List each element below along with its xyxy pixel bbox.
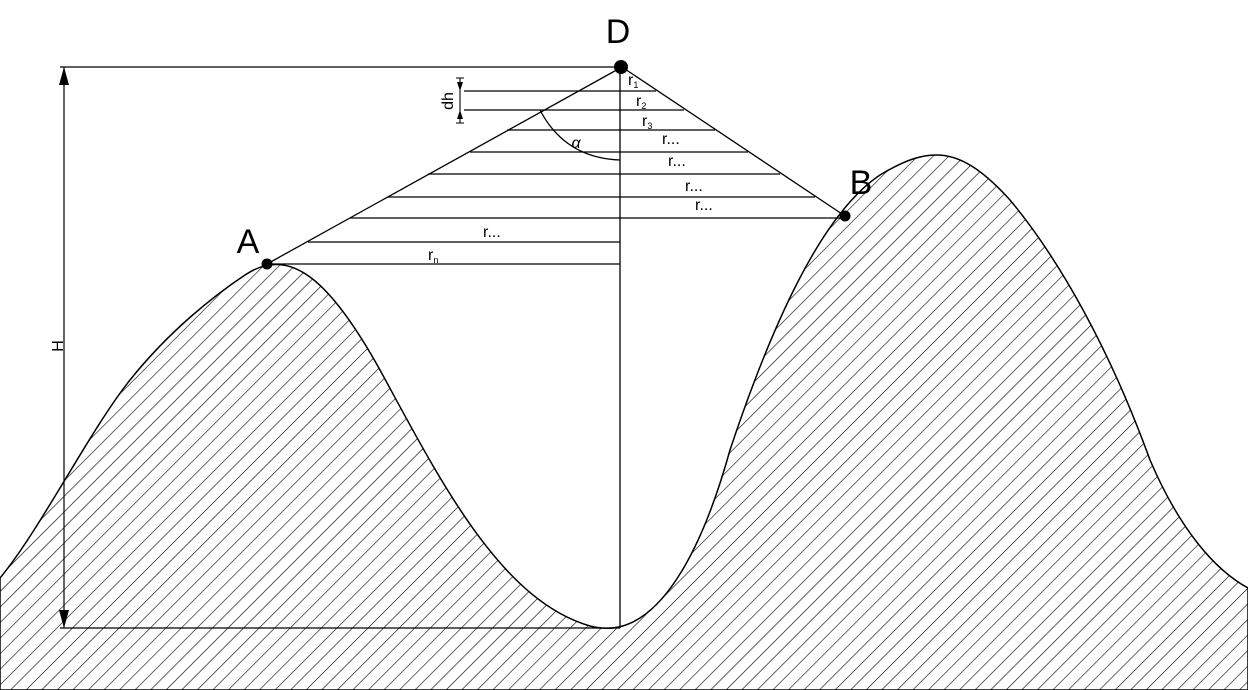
dh-dimension <box>456 77 464 124</box>
radius-label: r... <box>483 224 501 241</box>
point-a <box>261 258 273 270</box>
angle-arc <box>539 109 621 161</box>
radius-label: rn <box>428 247 438 265</box>
point-a-label: A <box>237 223 260 261</box>
slices <box>270 90 845 265</box>
terrain <box>0 154 1248 690</box>
radius-label: r1 <box>628 72 638 90</box>
point-d <box>614 60 628 74</box>
height-label: H <box>50 340 67 352</box>
radius-label: r... <box>695 197 713 214</box>
line-d-b <box>621 66 846 217</box>
point-b-label: B <box>850 164 873 202</box>
line-a-d <box>266 66 623 265</box>
point-d-label: D <box>606 13 631 51</box>
dh-label: dh <box>440 92 457 110</box>
point-b <box>839 210 851 222</box>
angle-label: α <box>571 135 581 152</box>
height-dimension <box>59 67 69 628</box>
radius-labels: r1 r2 r3 r... r... r... r... r... rn <box>428 72 713 265</box>
radius-label: r3 <box>642 113 652 131</box>
radius-label: r... <box>685 178 703 195</box>
radius-label: r2 <box>636 93 646 111</box>
radius-label: r... <box>668 153 686 170</box>
radius-label: r... <box>662 131 680 148</box>
